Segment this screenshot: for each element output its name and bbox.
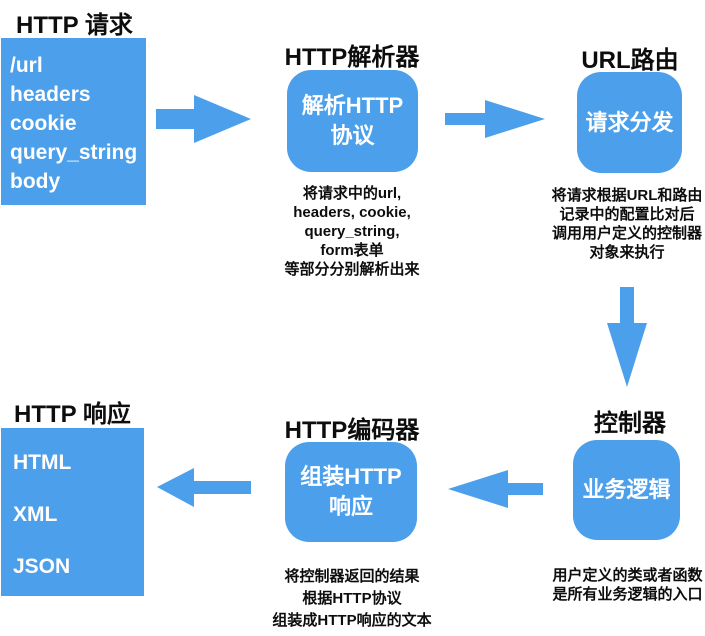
encoder-box: 组装HTTP 响应	[285, 442, 417, 542]
response-item: HTML	[13, 451, 72, 474]
parser-title: HTTP解析器	[284, 44, 420, 71]
request-item: headers	[10, 83, 91, 106]
arrow-right-icon	[445, 100, 545, 138]
request-item: body	[10, 170, 61, 193]
controller-description: 用户定义的类或者函数 是所有业务逻辑的入口	[552, 567, 703, 603]
controller-box-label: 业务逻辑	[582, 477, 671, 502]
arrow-left-icon	[157, 468, 251, 507]
parser-box-label: 解析HTTP 协议	[301, 93, 404, 148]
request-item: query_string	[10, 141, 138, 164]
router-box: 请求分发	[577, 72, 682, 173]
response-item: XML	[13, 503, 58, 526]
request-box: /url headers cookie query_string body	[1, 38, 146, 205]
parser-description: 将请求中的url, headers, cookie, query_string,…	[284, 185, 420, 278]
request-title: HTTP 请求	[16, 12, 133, 39]
arrow-right-icon	[156, 95, 251, 143]
response-box: HTML XML JSON	[1, 428, 144, 596]
parser-box: 解析HTTP 协议	[287, 70, 418, 172]
router-box-label: 请求分发	[585, 109, 674, 135]
response-item: JSON	[13, 555, 71, 578]
encoder-description: 将控制器返回的结果 根据HTTP协议 组装成HTTP响应的文本	[272, 568, 432, 629]
encoder-box-label: 组装HTTP 响应	[300, 464, 402, 519]
router-title: URL路由	[581, 47, 679, 74]
controller-box: 业务逻辑	[573, 440, 680, 540]
router-description: 将请求根据URL和路由 记录中的配置比对后 调用用户定义的控制器 对象来执行	[551, 187, 703, 261]
request-item: cookie	[10, 112, 77, 135]
encoder-title: HTTP编码器	[284, 417, 420, 444]
arrow-left-icon	[448, 470, 543, 508]
controller-title: 控制器	[594, 410, 666, 437]
response-title: HTTP 响应	[14, 401, 131, 428]
arrow-down-icon	[607, 287, 647, 387]
request-item: /url	[10, 54, 43, 77]
